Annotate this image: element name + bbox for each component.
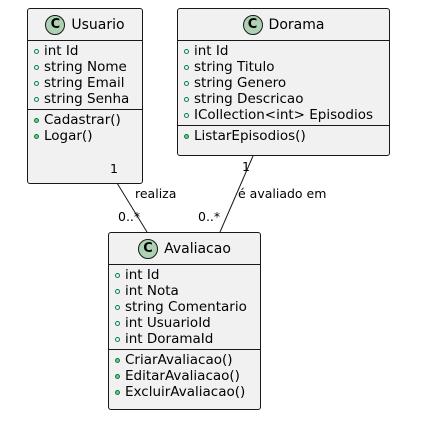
class-avaliacao-header: C Avaliacao <box>109 233 260 264</box>
public-visibility-icon <box>115 272 120 278</box>
edge-dorama-avaliacao <box>219 155 254 233</box>
public-visibility-icon <box>184 48 189 54</box>
class-usuario-methods: Cadastrar()Logar() <box>28 109 142 146</box>
public-visibility-icon <box>115 288 120 294</box>
usuario-multiplicity: 1 <box>110 161 118 176</box>
method-text: CriarAvaliacao() <box>125 352 233 368</box>
edge-usuario-avaliacao <box>116 182 148 233</box>
public-visibility-icon <box>34 48 39 54</box>
attribute-text: int Id <box>125 267 160 283</box>
public-visibility-icon <box>115 336 120 342</box>
attribute-row: string Nome <box>34 59 142 75</box>
class-badge-icon: C <box>242 14 263 35</box>
public-visibility-icon <box>34 64 39 70</box>
public-visibility-icon <box>34 96 39 102</box>
attribute-row: string Genero <box>184 75 389 91</box>
attribute-row: int DoramaId <box>115 331 260 347</box>
attribute-text: string Genero <box>194 75 287 91</box>
public-visibility-icon <box>184 96 189 102</box>
class-dorama-name: Dorama <box>268 16 325 33</box>
public-visibility-icon <box>184 112 189 118</box>
attribute-text: int Id <box>44 43 79 59</box>
public-visibility-icon <box>115 320 120 326</box>
class-dorama-methods: ListarEpisodios() <box>178 125 389 146</box>
attribute-text: string Comentario <box>125 299 247 315</box>
dorama-avaliacao-label: é avaliado em <box>238 186 327 201</box>
attribute-row: int Id <box>115 267 260 283</box>
method-text: Cadastrar() <box>44 112 121 128</box>
attribute-row: string Descricao <box>184 91 389 107</box>
public-visibility-icon <box>115 373 120 379</box>
method-row: EditarAvaliacao() <box>115 368 260 384</box>
method-text: Logar() <box>44 128 93 144</box>
class-badge-icon: C <box>45 14 66 35</box>
attribute-row: int Id <box>34 43 142 59</box>
class-avaliacao-methods: CriarAvaliacao()EditarAvaliacao()Excluir… <box>109 349 260 402</box>
attribute-row: string Senha <box>34 91 142 107</box>
attribute-row: string Comentario <box>115 299 260 315</box>
attribute-row: ICollection<int> Episodios <box>184 107 389 123</box>
class-avaliacao-name: Avaliacao <box>164 240 231 257</box>
method-row: Logar() <box>34 128 142 144</box>
attribute-row: int Id <box>184 43 389 59</box>
public-visibility-icon <box>34 133 39 139</box>
method-text: ExcluirAvaliacao() <box>125 384 246 400</box>
attribute-text: string Titulo <box>194 59 275 75</box>
public-visibility-icon <box>184 64 189 70</box>
attribute-text: int Id <box>194 43 229 59</box>
attribute-text: ICollection<int> Episodios <box>194 107 374 123</box>
dorama-avaliacao-multiplicity: 0..* <box>198 209 221 224</box>
attribute-text: int Nota <box>125 283 179 299</box>
class-dorama-header: C Dorama <box>178 9 389 40</box>
method-text: EditarAvaliacao() <box>125 368 240 384</box>
usuario-avaliacao-multiplicity: 0..* <box>118 209 141 224</box>
attribute-text: string Nome <box>44 59 127 75</box>
class-badge-icon: C <box>138 238 159 259</box>
public-visibility-icon <box>34 117 39 123</box>
attribute-text: int UsuarioId <box>125 315 211 331</box>
attribute-text: int DoramaId <box>125 331 214 347</box>
public-visibility-icon <box>184 133 189 139</box>
class-usuario-header: C Usuario <box>28 9 142 40</box>
usuario-avaliacao-label: realiza <box>135 186 177 201</box>
attribute-text: string Descricao <box>194 91 304 107</box>
public-visibility-icon <box>115 389 120 395</box>
dorama-multiplicity: 1 <box>242 159 250 174</box>
method-row: CriarAvaliacao() <box>115 352 260 368</box>
attribute-row: int Nota <box>115 283 260 299</box>
attribute-row: string Titulo <box>184 59 389 75</box>
public-visibility-icon <box>34 80 39 86</box>
public-visibility-icon <box>115 357 120 363</box>
method-row: ExcluirAvaliacao() <box>115 384 260 400</box>
attribute-text: string Email <box>44 75 125 91</box>
class-usuario-name: Usuario <box>71 16 125 33</box>
method-text: ListarEpisodios() <box>194 128 306 144</box>
public-visibility-icon <box>184 80 189 86</box>
method-row: ListarEpisodios() <box>184 128 389 144</box>
public-visibility-icon <box>115 304 120 310</box>
attribute-row: int UsuarioId <box>115 315 260 331</box>
attribute-row: string Email <box>34 75 142 91</box>
attribute-text: string Senha <box>44 91 130 107</box>
method-row: Cadastrar() <box>34 112 142 128</box>
